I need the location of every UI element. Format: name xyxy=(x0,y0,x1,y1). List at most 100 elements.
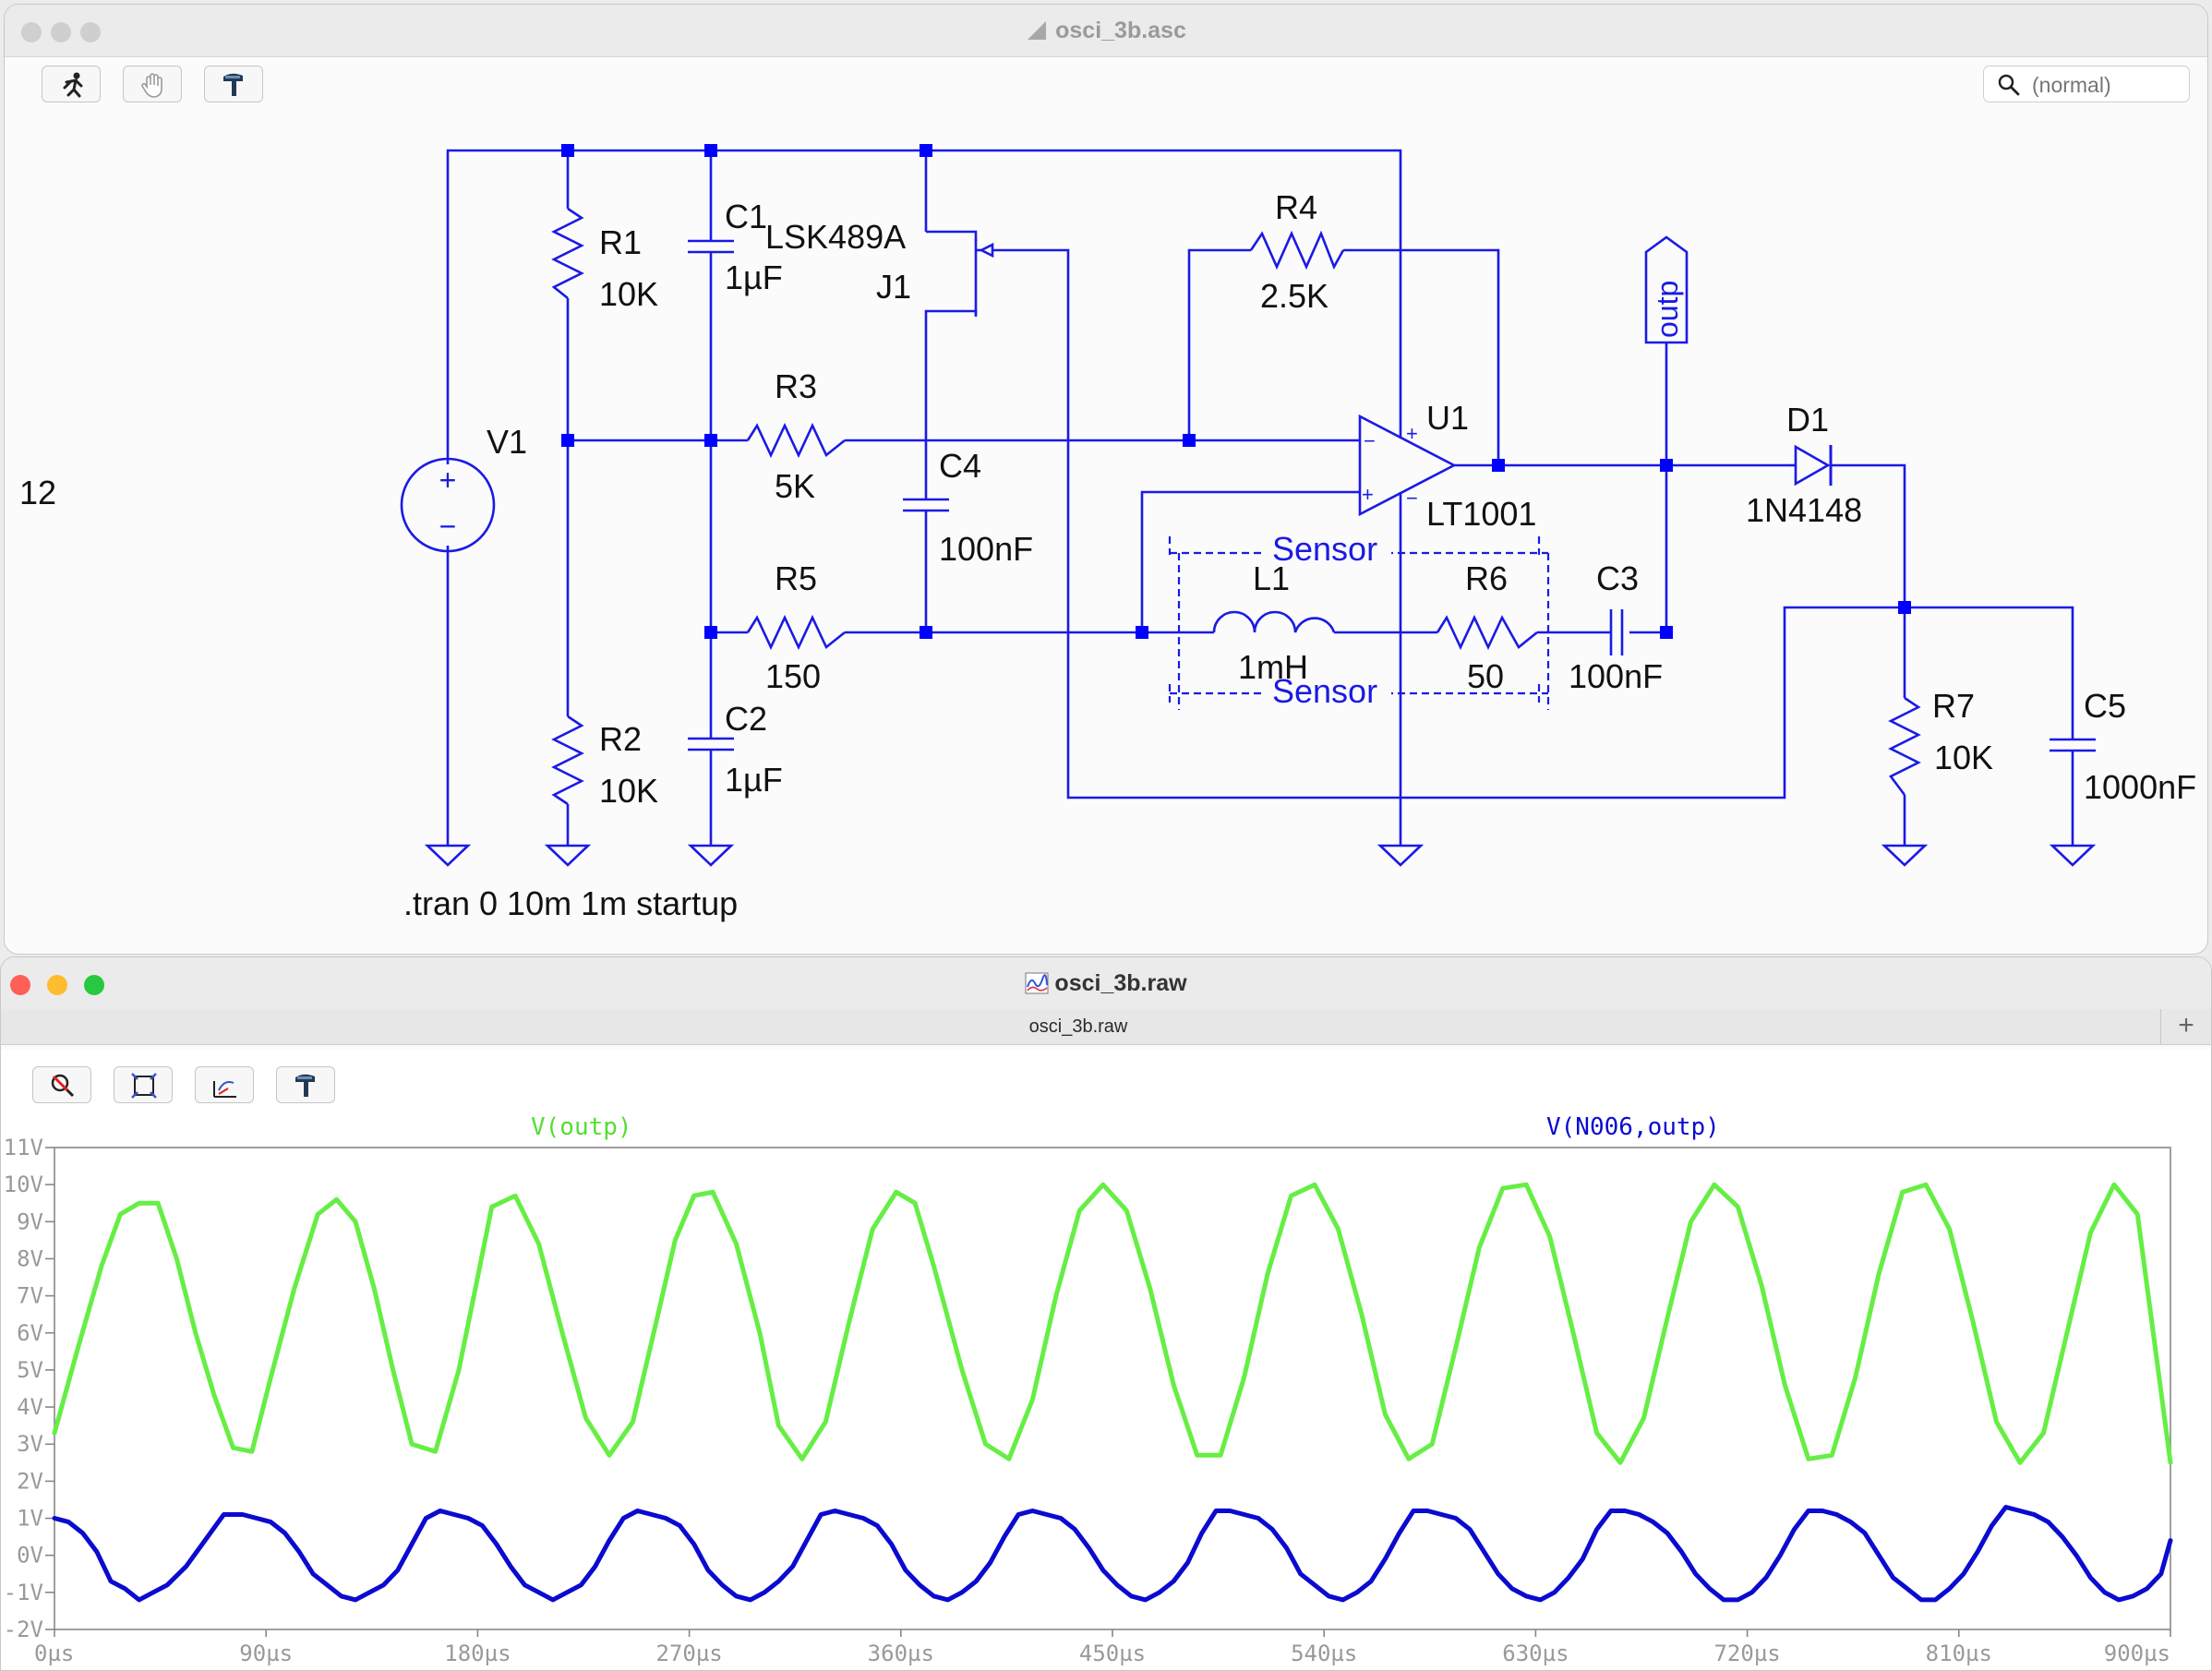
capacitor-c3 xyxy=(1609,609,1624,655)
x-tick-label: 630µs xyxy=(1502,1641,1569,1666)
svg-text:−: − xyxy=(1406,487,1418,510)
net-label-outp[interactable]: outp xyxy=(1644,235,1689,344)
x-tick-label: 720µs xyxy=(1713,1641,1780,1666)
value-c1: 1µF xyxy=(725,258,783,296)
resistor-r4 xyxy=(1249,230,1345,270)
pan-hand-icon xyxy=(141,73,162,98)
label-d1: D1 xyxy=(1786,401,1829,439)
y-tick-label: 10V xyxy=(4,1172,43,1197)
label-r1: R1 xyxy=(599,223,642,261)
search-box[interactable] xyxy=(1983,66,2190,102)
zoom-button[interactable] xyxy=(84,975,104,995)
label-r4: R4 xyxy=(1275,188,1317,226)
value-r4: 2.5K xyxy=(1260,277,1328,315)
value-r3: 5K xyxy=(775,467,815,505)
svg-text:+: + xyxy=(439,463,457,497)
search-input[interactable] xyxy=(2030,72,2182,99)
legend-v-n006-outp[interactable]: V(N006,outp) xyxy=(1546,1113,1720,1141)
svg-text:+: + xyxy=(1362,483,1374,506)
schematic-canvas[interactable]: + − − xyxy=(5,56,2208,952)
label-u1: U1 xyxy=(1426,399,1469,437)
label-l1: L1 xyxy=(1253,559,1290,597)
x-tick-label: 450µs xyxy=(1079,1641,1146,1666)
schematic-window: osci_3b.asc 12 xyxy=(4,4,2208,955)
resistor-r1 xyxy=(551,207,584,300)
value-c2: 1µF xyxy=(725,761,783,799)
svg-text:+: + xyxy=(1406,422,1418,445)
pan-back-button[interactable] xyxy=(195,1066,254,1103)
zoom-cancel-icon xyxy=(51,1074,75,1098)
series-line-0 xyxy=(52,1182,2173,1465)
resistors xyxy=(551,207,1921,806)
y-tick-label: 1V xyxy=(17,1506,43,1532)
label-v1: V1 xyxy=(487,423,527,461)
y-tick-label: 5V xyxy=(17,1357,43,1383)
diode-d1[interactable] xyxy=(1786,444,1833,487)
ground-symbols xyxy=(424,844,2097,867)
value-r6: 50 xyxy=(1467,657,1504,695)
zoom-cancel-button[interactable] xyxy=(32,1066,91,1103)
value-r7: 10K xyxy=(1934,739,1993,776)
value-r1: 10K xyxy=(599,275,658,313)
resistor-r7 xyxy=(1888,696,1921,796)
pan-button[interactable] xyxy=(123,66,182,102)
svg-text:−: − xyxy=(1364,429,1376,452)
run-button[interactable] xyxy=(42,66,101,102)
label-c4: C4 xyxy=(939,447,981,485)
add-tab-button[interactable]: + xyxy=(2160,1009,2211,1044)
spice-directive: .tran 0 10m 1m startup xyxy=(403,884,738,922)
waveform-plot[interactable]: V(outp) V(N006,outp) -2V-1V0V1V2V3V4V5V6… xyxy=(1,1050,2212,1671)
value-c3: 100nF xyxy=(1569,657,1663,695)
value-j1: LSK489A xyxy=(765,218,906,256)
window-title: osci_3b.asc xyxy=(5,18,2207,44)
x-tick-label: 900µs xyxy=(2104,1641,2170,1666)
resistor-r5 xyxy=(746,614,846,651)
label-r3: R3 xyxy=(775,367,817,405)
settings-button[interactable] xyxy=(276,1066,335,1103)
schematic-titlebar[interactable]: osci_3b.asc xyxy=(5,5,2207,57)
y-tick-label: 2V xyxy=(17,1468,43,1494)
inductor-l1[interactable] xyxy=(1212,610,1336,633)
label-r5: R5 xyxy=(775,559,817,597)
resistor-r2 xyxy=(551,715,584,806)
tab-osci-raw[interactable]: osci_3b.raw xyxy=(1028,1016,1128,1037)
x-tick-label: 270µs xyxy=(655,1641,722,1666)
opamp-u1[interactable]: − + + − xyxy=(1358,414,1457,517)
autorange-button[interactable] xyxy=(114,1066,173,1103)
waveform-titlebar[interactable]: osci_3b.raw xyxy=(1,957,2211,1010)
close-button[interactable] xyxy=(21,22,42,42)
value-c5: 1000nF xyxy=(2084,768,2196,806)
settings-button[interactable] xyxy=(204,66,263,102)
minimize-button[interactable] xyxy=(47,975,67,995)
tab-bar: osci_3b.raw + xyxy=(1,1009,2211,1045)
label-c1: C1 xyxy=(725,198,767,235)
svg-text:outp: outp xyxy=(1651,281,1684,338)
zoom-button[interactable] xyxy=(80,22,101,42)
jfet-j1[interactable] xyxy=(974,239,994,317)
search-icon xyxy=(1998,74,2020,96)
svg-text:−: − xyxy=(439,510,457,543)
sensor-box xyxy=(1168,536,1550,710)
sensor-label-bottom: Sensor xyxy=(1272,672,1377,710)
minimize-button[interactable] xyxy=(51,22,71,42)
value-r5: 150 xyxy=(765,657,821,695)
y-tick-label: -1V xyxy=(4,1580,43,1605)
capacitors xyxy=(688,239,2096,752)
y-tick-label: 3V xyxy=(17,1431,43,1457)
label-c3: C3 xyxy=(1596,559,1639,597)
label-c2: C2 xyxy=(725,700,767,738)
voltage-source-v1[interactable]: + − xyxy=(400,457,496,553)
autorange-icon xyxy=(131,1073,157,1099)
close-button[interactable] xyxy=(10,975,30,995)
x-tick-label: 0µs xyxy=(34,1641,74,1666)
x-tick-label: 360µs xyxy=(868,1641,934,1666)
value-d1: 1N4148 xyxy=(1746,491,1862,529)
legend-v-outp[interactable]: V(outp) xyxy=(531,1113,632,1141)
capacitor-c4 xyxy=(903,498,949,512)
value-r2: 10K xyxy=(599,772,658,810)
label-r6: R6 xyxy=(1465,559,1508,597)
capacitor-c5 xyxy=(2050,738,2096,752)
y-tick-label: 0V xyxy=(17,1543,43,1569)
run-icon xyxy=(63,72,83,98)
